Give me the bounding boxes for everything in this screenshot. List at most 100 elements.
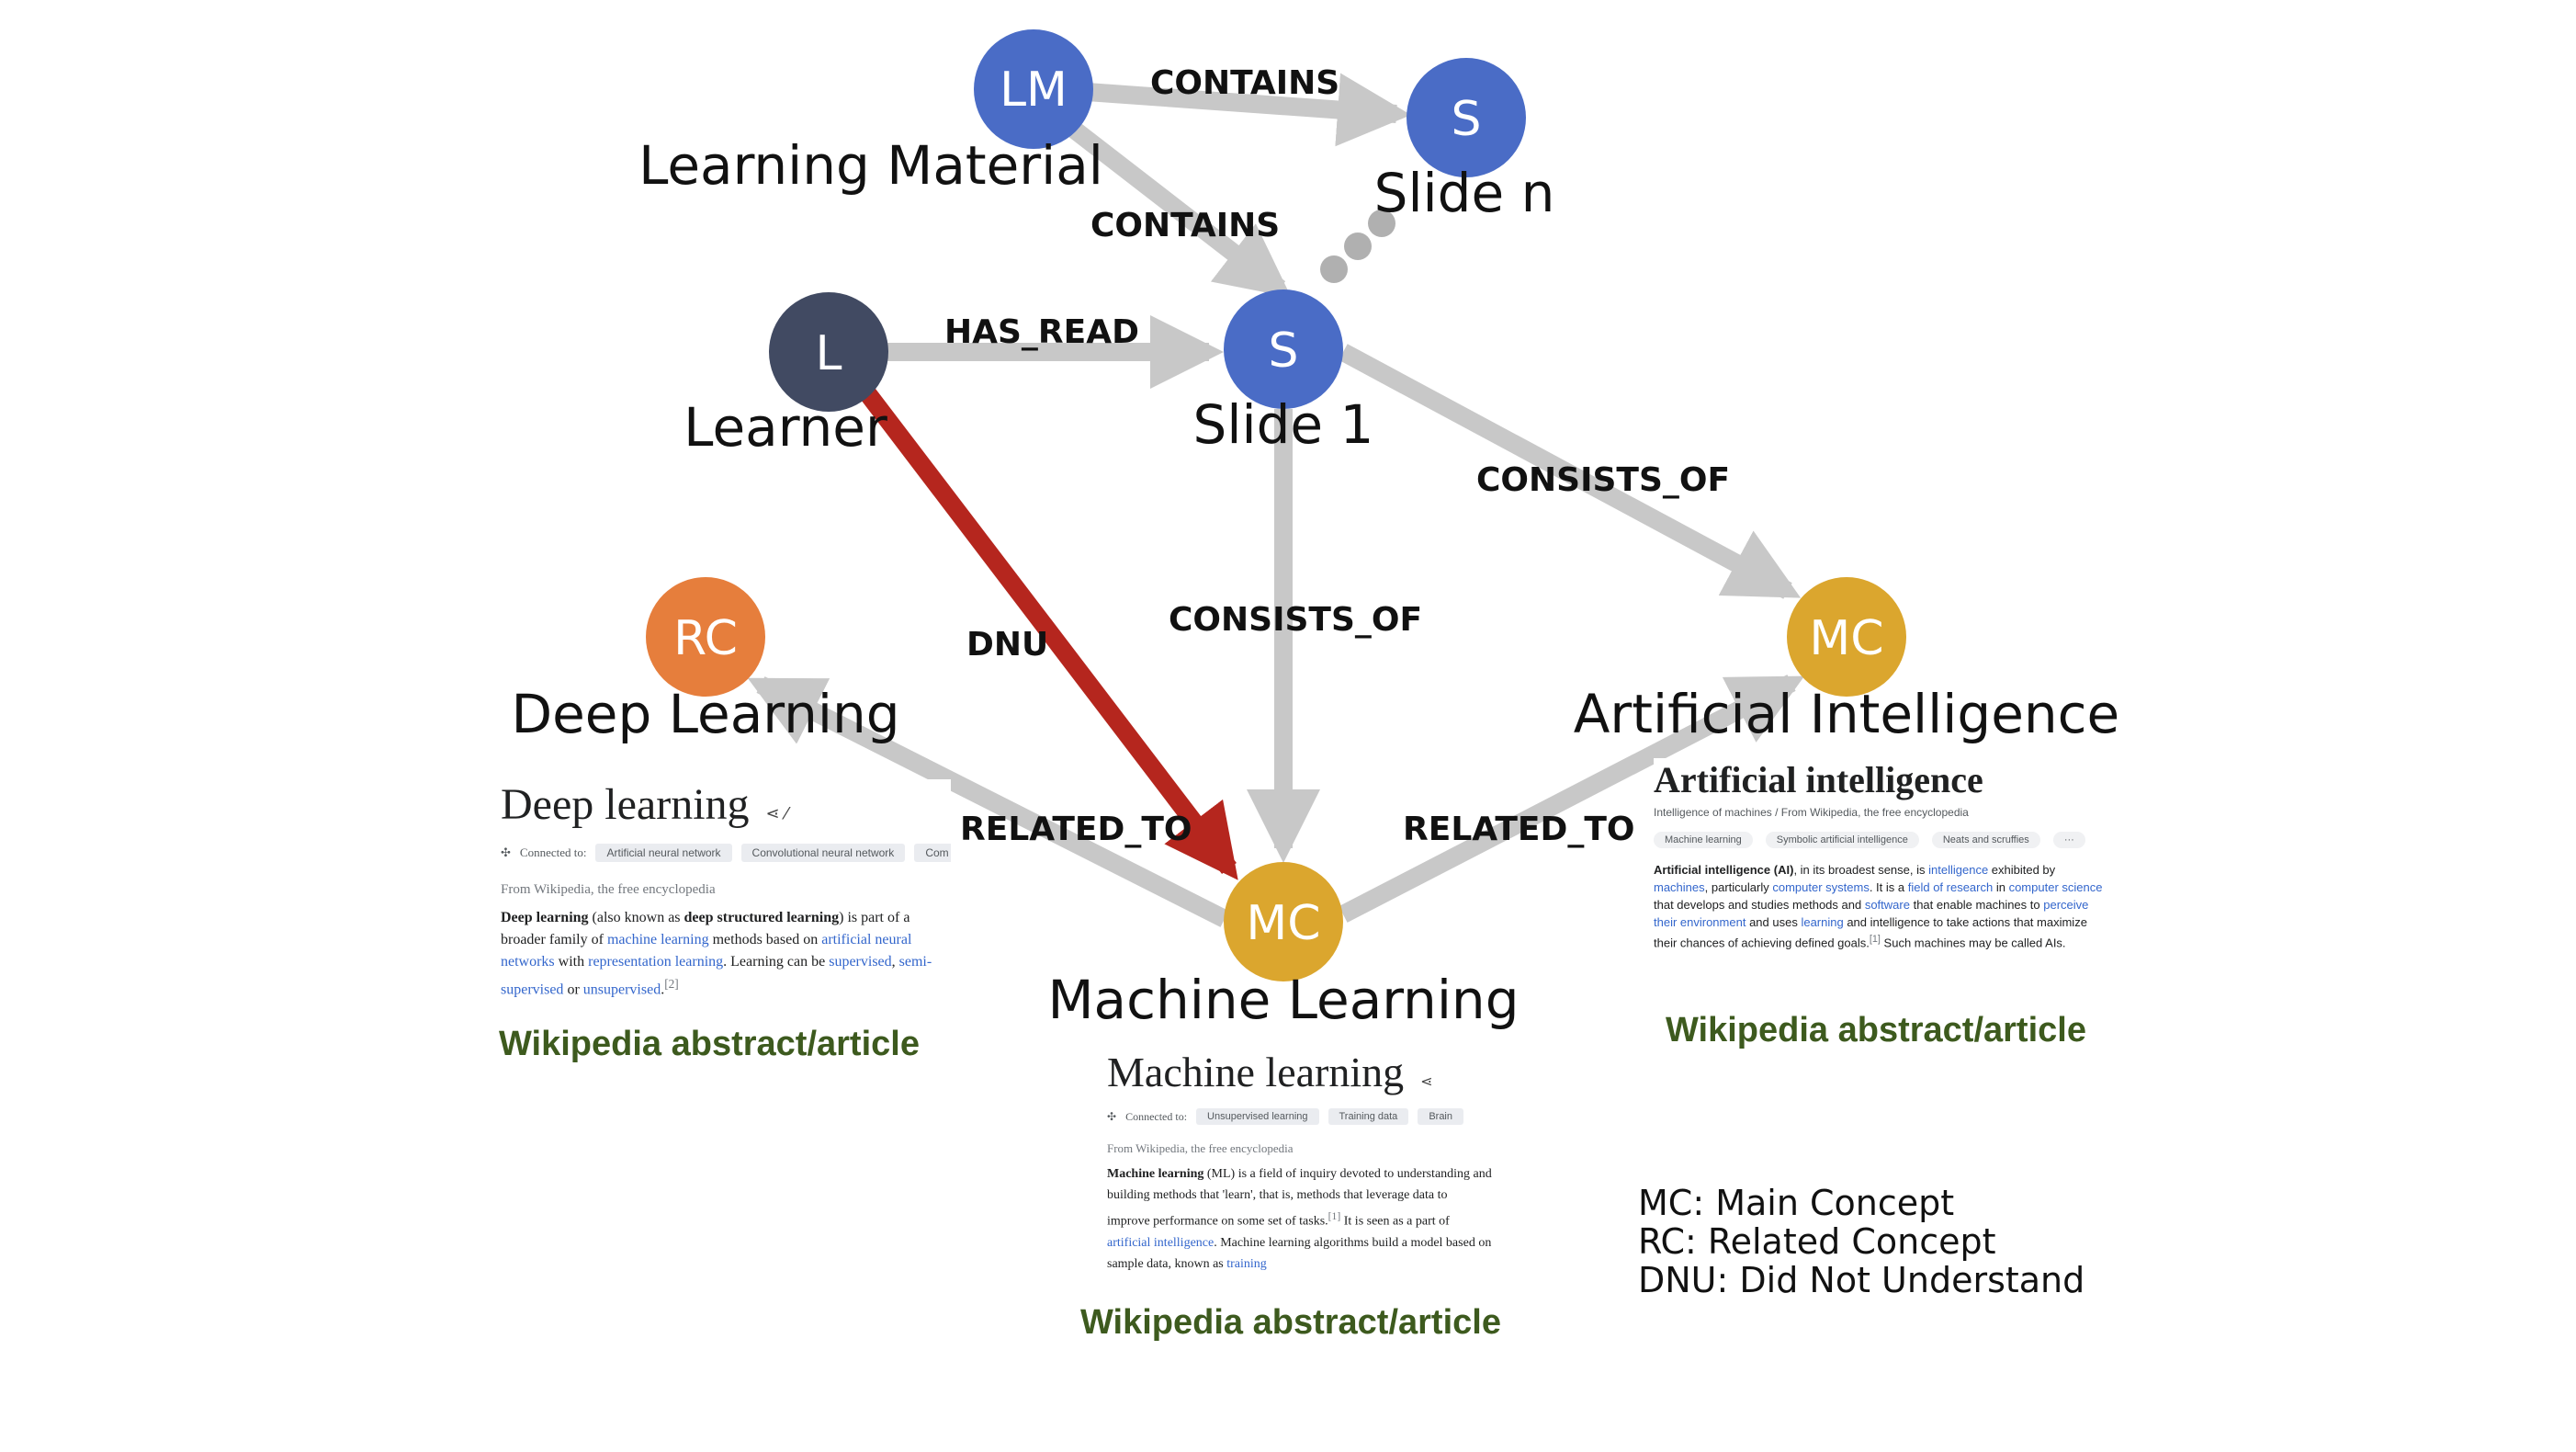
node-machine-learning[interactable]: MC <box>1224 862 1343 981</box>
wiki-text: and uses <box>1746 915 1802 929</box>
wiki-text: with <box>554 954 589 970</box>
wiki-link[interactable]: computer systems <box>1772 880 1870 894</box>
node-label-learning-material: Learning Material <box>638 134 1103 197</box>
ellipsis-dots <box>1320 210 1395 283</box>
wiki-connected-row: ✣ Connected to: Unsupervised learning Tr… <box>1107 1105 1493 1129</box>
wiki-snippet-deep-learning[interactable]: Deep learning ⋖ ⁄ ✣ Connected to: Artifi… <box>501 779 951 1004</box>
wiki-from: From Wikipedia, the free encyclopedia <box>501 882 716 897</box>
wiki-chip[interactable]: Training data <box>1328 1108 1409 1125</box>
wiki-citation[interactable]: [1] <box>1869 934 1881 945</box>
wiki-connected-row: ✣ Connected to: Artificial neural networ… <box>501 840 951 866</box>
node-label-learner: Learner <box>684 396 887 459</box>
edge-ml-related-to-ai <box>1339 675 1805 923</box>
wiki-abstract: Artificial intelligence (AI), in its bro… <box>1654 861 2113 951</box>
wiki-link[interactable]: machines <box>1654 880 1705 894</box>
wiki-chip[interactable]: Neats and scruffies <box>1931 832 2040 848</box>
wiki-link[interactable]: field of research <box>1907 880 1994 894</box>
wiki-link[interactable]: representation learning <box>588 954 724 970</box>
wiki-chip[interactable]: Machine learning <box>1654 832 1753 848</box>
share-edit-icon[interactable]: ⋖ ⁄ <box>765 804 788 823</box>
wiki-text: in <box>1993 880 2009 894</box>
wiki-text: It is seen as a part of <box>1340 1214 1450 1229</box>
wiki-snippet-machine-learning[interactable]: Machine learning ⋖ ✣ Connected to: Unsup… <box>1107 1048 1493 1273</box>
wiki-bold: deep structured learning <box>684 910 840 925</box>
edge-label-dnu: DNU <box>966 626 1048 664</box>
wiki-chip[interactable]: Com <box>914 844 951 862</box>
wiki-text: or <box>563 981 583 998</box>
wiki-link[interactable]: machine learning <box>606 932 709 947</box>
more-chips-button[interactable]: ··· <box>2052 832 2085 848</box>
node-abbr: L <box>816 326 842 381</box>
wiki-link[interactable]: learning <box>1801 915 1844 929</box>
wiki-chip[interactable]: Symbolic artificial intelligence <box>1765 832 1919 848</box>
wiki-text: . Machine learning algorithms build a mo… <box>1107 1235 1492 1271</box>
wiki-title: Artificial intelligence <box>1654 759 1983 800</box>
wiki-link[interactable]: artificial intelligence <box>1107 1235 1215 1250</box>
wiki-abstract: Machine learning (ML) is a field of inqu… <box>1107 1163 1493 1273</box>
edge-label-consists-of-ai: CONSISTS_OF <box>1476 461 1730 499</box>
wiki-abstract: Deep learning (also known as deep struct… <box>501 907 951 1001</box>
node-slide-n[interactable]: S <box>1407 58 1526 177</box>
node-abbr: MC <box>1246 896 1320 951</box>
node-label-slide-n: Slide n <box>1374 162 1555 224</box>
wiki-chip[interactable]: Unsupervised learning <box>1196 1108 1319 1125</box>
wiki-caption-artificial-intelligence: Wikipedia abstract/article <box>1666 1011 2086 1049</box>
wiki-text: exhibited by <box>1988 863 2056 877</box>
edge-label-related-to-dl: RELATED_TO <box>960 811 1192 848</box>
wiki-link[interactable]: training <box>1226 1256 1267 1271</box>
edge-lm-contains-slide-1 <box>1067 121 1292 298</box>
wiki-citation[interactable]: [2] <box>664 977 679 991</box>
node-deep-learning[interactable]: RC <box>646 577 765 697</box>
legend-mc: MC: Main Concept <box>1638 1183 1954 1223</box>
wiki-caption-machine-learning: Wikipedia abstract/article <box>1080 1303 1501 1342</box>
edge-learner-dnu-ml <box>858 384 1238 880</box>
wiki-citation[interactable]: [1] <box>1328 1210 1341 1222</box>
node-artificial-intelligence[interactable]: MC <box>1787 577 1906 697</box>
wiki-chip[interactable]: Convolutional neural network <box>740 844 906 862</box>
wiki-bold: Artificial intelligence <box>1654 863 1771 877</box>
wiki-link[interactable]: artificial neural networks <box>501 932 912 970</box>
wiki-chip[interactable]: Brain <box>1418 1108 1463 1125</box>
wiki-link[interactable]: semi-supervised <box>501 954 932 998</box>
wiki-title-row: Machine learning ⋖ <box>1107 1048 1493 1097</box>
node-slide-1[interactable]: S <box>1224 289 1343 409</box>
wiki-text: and intelligence to take actions that ma… <box>1654 915 2087 950</box>
wiki-title-row: Deep learning ⋖ ⁄ <box>501 779 951 831</box>
wiki-link[interactable]: supervised <box>829 954 892 970</box>
connected-icon: ✣ <box>1107 1109 1117 1123</box>
wiki-text: is a field of inquiry devoted to underst… <box>1107 1167 1492 1229</box>
wiki-text: methods based on <box>708 932 822 947</box>
wiki-link[interactable]: intelligence <box>1928 863 1989 877</box>
wiki-text: that enable machines to <box>1909 898 2044 912</box>
node-abbr: S <box>1268 323 1298 379</box>
node-label-machine-learning: Machine Learning <box>1047 969 1519 1031</box>
node-learning-material[interactable]: LM <box>974 29 1093 149</box>
edge-ml-related-to-dl <box>747 676 1229 927</box>
wiki-text: that develops and studies methods and <box>1654 898 1865 912</box>
node-label-artificial-intelligence: Artificial Intelligence <box>1574 683 2119 745</box>
wiki-chip[interactable]: Artificial neural network <box>595 844 732 862</box>
wiki-link[interactable]: unsupervised <box>582 981 661 998</box>
wiki-text: , particularly <box>1704 880 1773 894</box>
wiki-link[interactable]: software <box>1864 898 1910 912</box>
wiki-link[interactable]: computer science <box>2008 880 2103 894</box>
legend-dnu: DNU: Did Not Understand <box>1638 1260 2085 1300</box>
wiki-snippet-artificial-intelligence[interactable]: Artificial intelligence Intelligence of … <box>1654 758 2113 960</box>
edge-slide1-consists-of-ai <box>1339 344 1802 599</box>
wiki-text: , in its broadest sense, is <box>1793 863 1929 877</box>
wiki-bold: Deep learning <box>501 910 589 925</box>
wiki-text: Such machines may be called AIs. <box>1880 936 2066 950</box>
wiki-text: . <box>661 981 665 998</box>
wiki-text: ) is part of a broader family of <box>501 910 910 947</box>
wiki-subtitle: Intelligence of machines / From Wikipedi… <box>1654 806 1969 819</box>
wiki-title: Machine learning <box>1107 1049 1405 1095</box>
wiki-text: (also known as <box>588 910 684 925</box>
share-icon[interactable]: ⋖ <box>1420 1072 1433 1090</box>
connected-icon: ✣ <box>501 845 511 859</box>
wiki-text: . It is a <box>1869 880 1908 894</box>
wiki-link[interactable]: perceive their environment <box>1654 898 2089 929</box>
wiki-text: (ML) <box>1203 1167 1236 1181</box>
node-learner[interactable]: L <box>769 292 888 412</box>
wiki-title: Deep learning <box>501 780 750 829</box>
